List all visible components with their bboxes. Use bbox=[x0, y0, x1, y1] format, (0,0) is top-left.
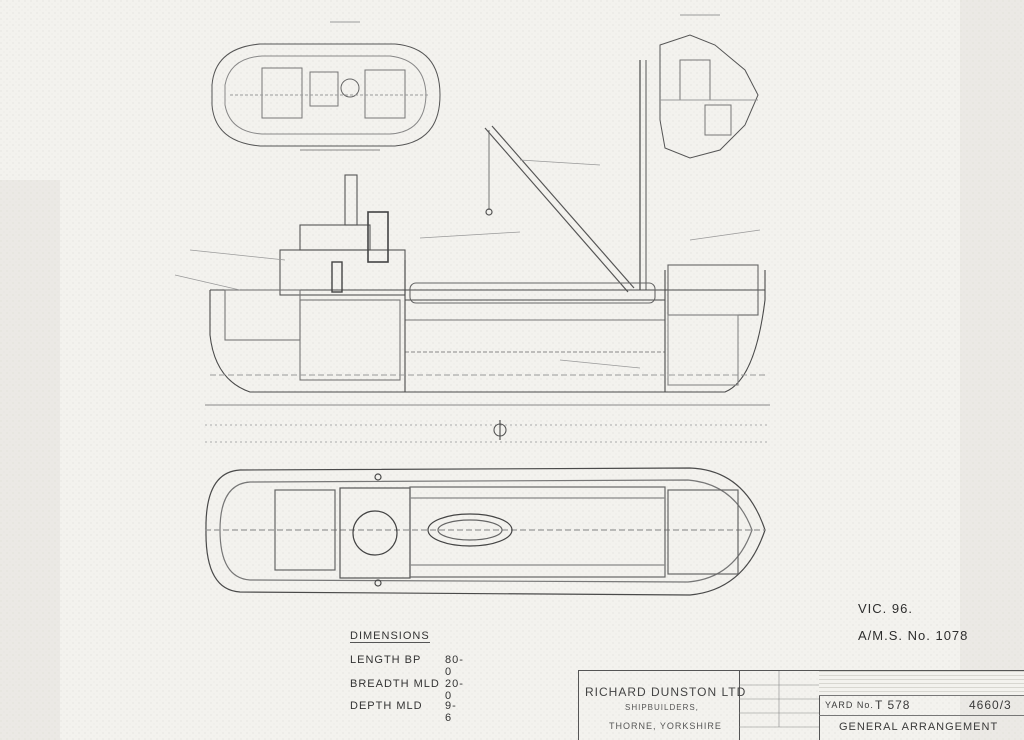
yard-label: YARD No. bbox=[825, 700, 874, 710]
revision-panel bbox=[739, 671, 820, 740]
depth-mld-label: DEPTH MLD bbox=[350, 700, 423, 712]
yard-panel: YARD No. T 578 4660/3 GENERAL ARRANGEMEN… bbox=[819, 671, 1024, 740]
length-bp-label: LENGTH BP bbox=[350, 654, 422, 666]
bow-section-view bbox=[659, 14, 759, 159]
dimensions-heading: DIMENSIONS bbox=[350, 630, 430, 643]
drawing-title: GENERAL ARRANGEMENT bbox=[839, 721, 999, 733]
upper-deck-plan bbox=[211, 21, 441, 151]
notes-strip bbox=[819, 671, 1024, 696]
length-bp-value: 80-0 bbox=[445, 654, 464, 678]
yard-number: T 578 bbox=[875, 698, 911, 712]
vic-reference: VIC. 96. bbox=[858, 601, 913, 616]
depth-mld-value: 9-6 bbox=[445, 700, 457, 724]
breadth-mld-label: BREADTH MLD bbox=[350, 678, 440, 690]
ams-number: A/M.S. No. 1078 bbox=[858, 628, 969, 643]
drawing-number: 4660/3 bbox=[969, 698, 1012, 712]
title-block: RICHARD DUNSTON LTD SHIPBUILDERS, THORNE… bbox=[578, 670, 1024, 740]
breadth-mld-value: 20-0 bbox=[445, 678, 464, 702]
builder-name: RICHARD DUNSTON LTD bbox=[585, 685, 747, 699]
builder-trade: SHIPBUILDERS, bbox=[625, 703, 699, 712]
derrick-jib bbox=[484, 60, 647, 293]
builder-location: THORNE, YORKSHIRE bbox=[609, 721, 722, 731]
revision-grid bbox=[739, 671, 819, 728]
plan-view-hull bbox=[205, 467, 766, 596]
profile-elevation bbox=[205, 174, 770, 443]
title-divider bbox=[819, 715, 1024, 716]
builder-panel: RICHARD DUNSTON LTD SHIPBUILDERS, THORNE… bbox=[579, 671, 745, 740]
